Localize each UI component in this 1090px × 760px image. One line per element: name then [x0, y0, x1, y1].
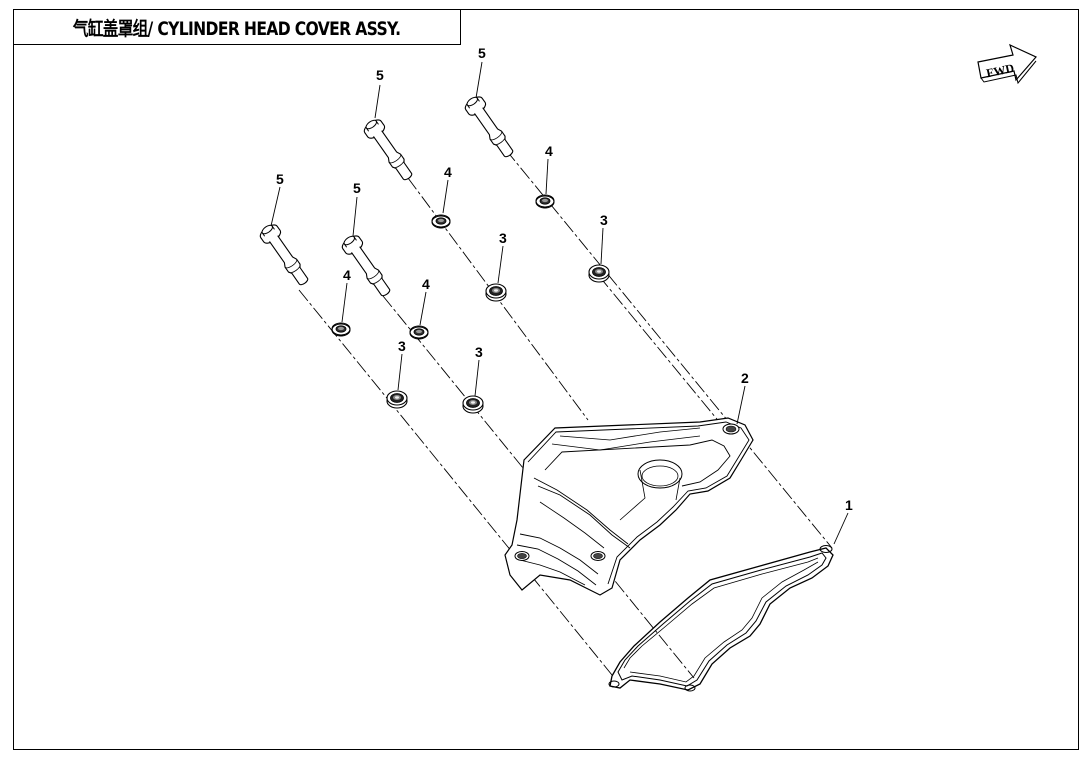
callout-1: 1 — [845, 497, 853, 513]
drawing-frame — [13, 9, 1079, 750]
fwd-label: FWD — [985, 61, 1016, 81]
callout-3-d: 3 — [600, 212, 608, 228]
callout-5-b: 5 — [353, 180, 361, 196]
washer-part-4c — [431, 214, 451, 229]
bolt-part-5d — [461, 92, 519, 162]
callout-4-a: 4 — [343, 267, 351, 283]
washer-part-4a — [331, 322, 351, 337]
washer-part-4b — [409, 325, 429, 340]
bolt-part-5a — [256, 220, 314, 290]
callout-3-a: 3 — [398, 338, 406, 354]
callout-4-d: 4 — [545, 143, 553, 159]
callout-4-b: 4 — [422, 276, 430, 292]
gasket-part-1 — [608, 545, 834, 692]
callout-5-c: 5 — [376, 67, 384, 83]
grommet-part-3c — [485, 283, 507, 302]
page-title: 气缸盖罩组/ CYLINDER HEAD COVER ASSY. — [73, 17, 401, 40]
callout-2: 2 — [741, 370, 749, 386]
assembly-center-lines — [298, 149, 833, 679]
callout-3-b: 3 — [475, 344, 483, 360]
callout-3-c: 3 — [499, 230, 507, 246]
callout-4-c: 4 — [444, 164, 452, 180]
grommet-part-3b — [462, 395, 484, 414]
grommet-part-3a — [386, 390, 408, 409]
callout-5-d: 5 — [478, 45, 486, 61]
cylinder-head-cover-part-2 — [504, 417, 754, 596]
grommet-part-3d — [588, 264, 610, 283]
callout-5-a: 5 — [276, 171, 284, 187]
bolt-part-5c — [360, 115, 418, 185]
title-box: 气缸盖罩组/ CYLINDER HEAD COVER ASSY. — [13, 9, 461, 45]
fwd-arrow-icon: FWD — [977, 43, 1037, 85]
washer-part-4d — [535, 194, 555, 209]
leader-lines — [270, 61, 849, 545]
